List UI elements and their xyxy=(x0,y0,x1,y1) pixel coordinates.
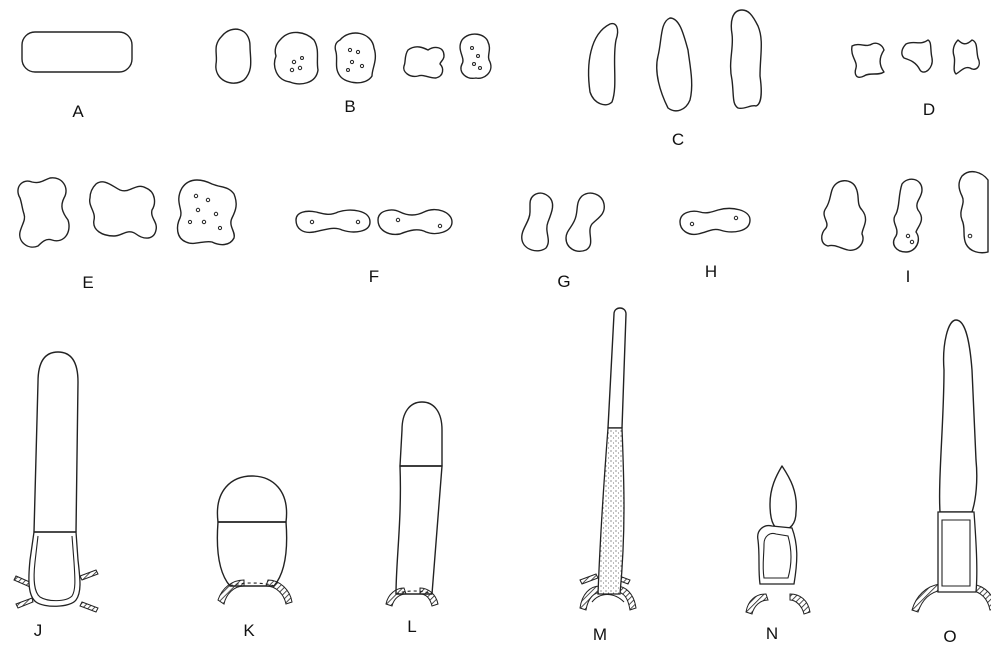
label-j: J xyxy=(34,622,43,639)
label-m: M xyxy=(593,626,607,643)
figure-i xyxy=(822,172,988,253)
label-c: C xyxy=(672,131,684,148)
figure-g xyxy=(522,193,605,251)
label-f: F xyxy=(369,268,379,285)
figure-e xyxy=(18,178,236,247)
figure-a xyxy=(22,32,132,72)
label-o: O xyxy=(943,628,956,645)
figure-m xyxy=(580,308,636,610)
label-b: B xyxy=(344,98,355,115)
label-a: A xyxy=(72,103,83,120)
figure-d xyxy=(852,40,980,77)
figure-c xyxy=(589,10,762,111)
label-l: L xyxy=(407,618,416,635)
label-n: N xyxy=(766,625,778,642)
label-g: G xyxy=(557,273,570,290)
label-h: H xyxy=(705,263,717,280)
figure-h xyxy=(680,208,750,234)
label-k: K xyxy=(243,622,254,639)
figure-k xyxy=(217,476,292,604)
figure-n xyxy=(746,466,810,614)
label-i: I xyxy=(906,268,911,285)
figure-b xyxy=(216,29,491,84)
label-d: D xyxy=(923,101,935,118)
label-e: E xyxy=(82,274,93,291)
figure-j xyxy=(14,352,98,612)
figure-o xyxy=(912,320,991,612)
figure-l xyxy=(386,402,442,606)
figure-f xyxy=(296,210,452,235)
